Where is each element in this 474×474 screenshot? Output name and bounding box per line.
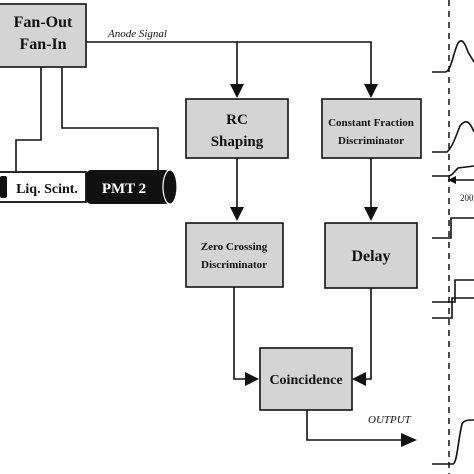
fan-out-fan-in-block [0,3,87,68]
rc-shaped-waveform [432,120,474,153]
anode-waveform [432,40,474,73]
pmt-end-cap [162,169,178,205]
fan-to-pmt-line [61,67,159,172]
output-line [306,410,403,441]
coincidence-pulse [432,297,474,319]
fan-to-scint-line [15,67,42,172]
anode-signal-label: Anode Signal [107,28,167,40]
anode-signal-line [86,41,238,86]
scintillator-end-cap [0,176,7,198]
arrow-output [401,433,417,447]
arrow-to-delay [364,207,378,221]
arrow-to-zcd [230,207,244,221]
cfd-label-line2: Discriminator [338,135,404,147]
delay-block [324,222,418,289]
anode-branch-cfd [237,41,372,86]
output-pulse [432,419,474,465]
zero-crossing-discriminator-block [185,222,284,288]
delay-to-coincidence-line [364,288,372,380]
coincidence-label: Coincidence [269,373,342,388]
output-label: OUTPUT [368,414,412,426]
arrow-to-cfd [364,84,378,98]
zcd-logic-pulse [432,217,474,239]
zcd-label-line2: Discriminator [201,259,267,271]
pmt-label: PMT 2 [102,181,146,197]
shaping-label: Shaping [211,134,264,150]
timing-interval-label: 200 [460,193,474,203]
detector-assembly: Liq. Scint. PMT 2 [0,169,178,205]
fan-out-label: Fan-Out [14,14,73,31]
rc-shaping-block [185,98,289,159]
zero-crossing-bipolar-waveform [432,165,474,177]
liquid-scintillator-cell [0,171,87,203]
zcd-label-line1: Zero Crossing [201,241,268,253]
constant-fraction-discriminator-block [321,98,422,159]
pmt-body [86,170,170,204]
cfd-label-line1: Constant Fraction [328,117,414,129]
coincidence-block [259,347,353,411]
timing-interval-arrow [448,176,456,184]
delayed-logic-pulse [432,279,474,303]
arrow-to-rc [230,84,244,98]
delay-label: Delay [351,248,390,265]
arrow-zcd-coincidence [245,372,259,386]
rc-label: RC [226,112,248,128]
arrow-delay-coincidence [352,372,366,386]
scint-label: Liq. Scint. [16,182,78,197]
fan-in-label: Fan-In [19,36,66,53]
zcd-to-coincidence-line [233,287,247,380]
